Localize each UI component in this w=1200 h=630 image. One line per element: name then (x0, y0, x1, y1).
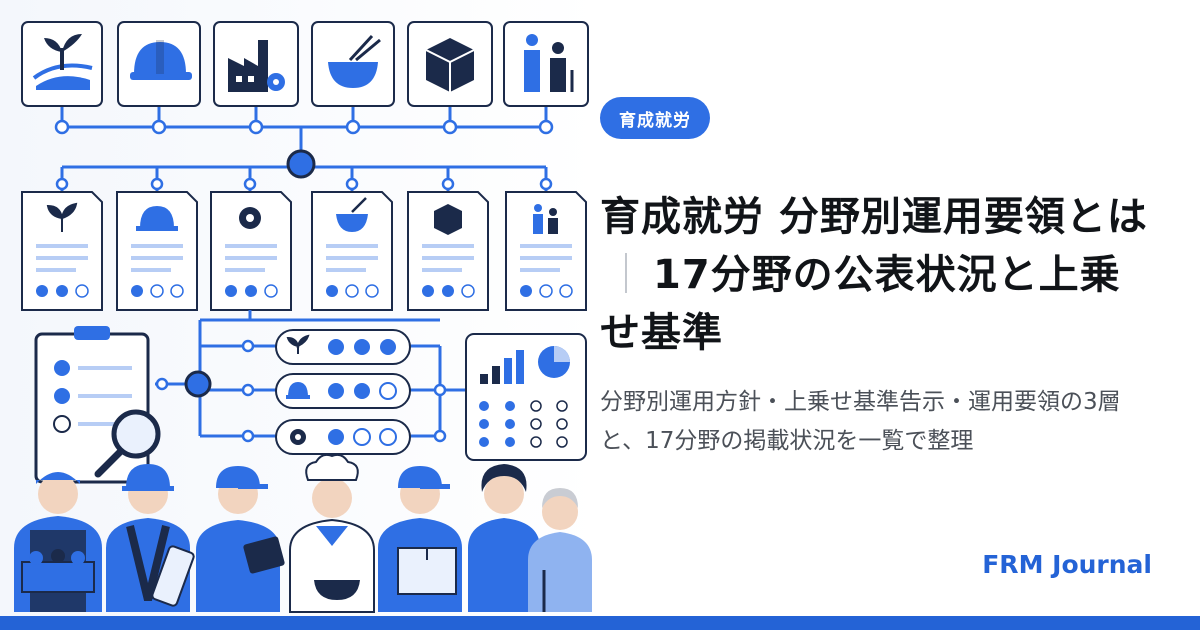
document-card (116, 191, 198, 311)
worker-illustrations (14, 453, 592, 613)
worker-with-tablet (196, 466, 285, 612)
brand-name: FRM Journal (982, 550, 1152, 579)
title-part2: 17分野の公表状況と上乗せ基準 (600, 252, 1121, 356)
checklist-pill (275, 373, 411, 409)
factory-gear-icon (213, 21, 299, 107)
farmer-with-vegetables (14, 472, 102, 612)
food-bowl-chopsticks-icon (311, 21, 395, 107)
hard-hat-icon (117, 21, 201, 107)
construction-worker-with-plans (106, 464, 195, 612)
category-tag: 育成就労 (600, 97, 710, 139)
chef-with-bowl (289, 453, 375, 613)
sector-illustration (0, 0, 600, 616)
farm-sprout-icon (21, 21, 103, 107)
delivery-worker-with-box (378, 466, 462, 612)
bottom-accent-bar (0, 616, 1200, 630)
document-card (505, 191, 587, 311)
title-part1: 育成就労 分野別運用要領とは (600, 194, 1148, 240)
clipboard-checklist-icon (34, 326, 161, 484)
caregiver-with-elderly (468, 464, 592, 612)
document-card (407, 191, 489, 311)
sector-document-cards (21, 191, 587, 311)
text-panel: 育成就労 育成就労 分野別運用要領とは ｜17分野の公表状況と上乗せ基準 分野別運… (600, 0, 1200, 616)
document-card (210, 191, 292, 311)
document-card (21, 191, 103, 311)
checklist-pill (275, 329, 411, 365)
checklist-pills (275, 329, 411, 455)
sector-icon-boxes (21, 21, 589, 107)
article-title: 育成就労 分野別運用要領とは ｜17分野の公表状況と上乗せ基準 (600, 188, 1160, 362)
article-subtitle: 分野別運用方針・上乗せ基準告示・運用要領の3層と、17分野の掲載状況を一覧で整理 (600, 389, 1121, 454)
dashboard-chart-icon (465, 333, 587, 461)
document-card (311, 191, 393, 311)
title-separator: ｜ (606, 252, 647, 298)
caregiver-elderly-icon (503, 21, 589, 107)
package-box-icon (407, 21, 493, 107)
checklist-pill (275, 419, 411, 455)
